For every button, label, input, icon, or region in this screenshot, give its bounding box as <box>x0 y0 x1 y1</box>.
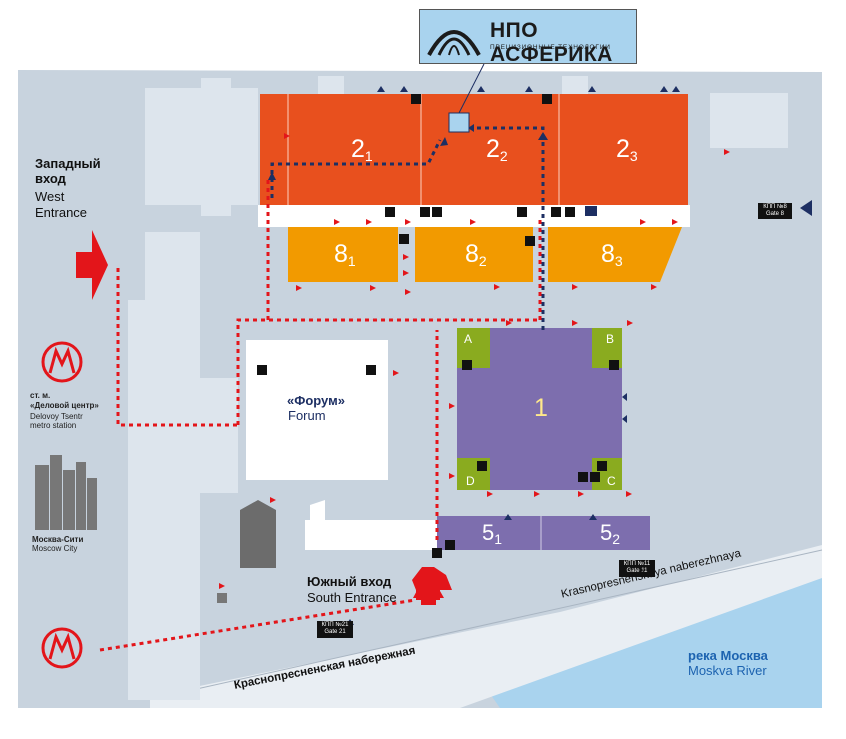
hall-5 <box>437 516 650 550</box>
northwest-building <box>145 88 258 205</box>
west-entrance-ru-2: вход <box>35 171 66 186</box>
walking-routes <box>99 180 542 652</box>
west-entrance-en-1: West <box>35 189 65 204</box>
zone-label-b: B <box>606 332 615 346</box>
embankment-road <box>150 545 822 708</box>
gate-21-badge: КПП №21 Gate 21 <box>317 621 353 638</box>
logo-title: НПО АСФЕРИКА <box>490 19 613 66</box>
gate-11-en: Gate 11 <box>626 568 648 574</box>
metro-station-en-1: Delovoy Tsentr <box>30 412 83 421</box>
gate-8-badge: КПП №8 Gate 8 <box>758 203 792 219</box>
metro-station-ru-1: ст. м. <box>30 391 51 400</box>
gate-8-arrow <box>800 200 812 216</box>
gate-21-ru: КПП №21 <box>321 622 349 628</box>
hall-label-2-3: 23 <box>616 135 638 164</box>
hall-label-5-1: 51 <box>482 520 503 547</box>
hall-label-8-2: 82 <box>465 240 487 269</box>
hall-label-2-1: 21 <box>351 135 373 164</box>
moscow-city-en: Moscow City <box>32 544 78 553</box>
hall-8-1 <box>288 227 398 282</box>
asferika-stand <box>448 112 470 133</box>
zone-label-a: A <box>464 332 473 346</box>
hall-2 <box>260 94 688 205</box>
west-annex <box>145 232 200 300</box>
moscow-city-skyline <box>35 455 97 530</box>
gate-11-ru: КПП №11 <box>623 561 651 567</box>
navy-arrows <box>346 86 680 625</box>
hall-label-2-2: 22 <box>486 135 508 164</box>
west-entrance-ru-1: Западный <box>35 156 101 171</box>
river-label-en: Moskva River <box>688 663 767 678</box>
hall-label-8-3: 83 <box>601 240 623 269</box>
northeast-building <box>710 93 788 148</box>
west-entrance-arrow <box>76 230 108 300</box>
zone-label-c: C <box>607 474 616 488</box>
gate-21-en: Gate 21 <box>324 629 346 635</box>
hall-label-5-2: 52 <box>600 520 621 547</box>
gate-11-badge: КПП №11 Gate 11 <box>619 560 655 577</box>
west-building <box>128 300 200 700</box>
moscow-city-ru: Москва-Сити <box>32 535 84 544</box>
hall-label-8-1: 81 <box>334 240 356 269</box>
forum-title-ru: «Форум» <box>287 393 345 408</box>
forum-title-en: Forum <box>288 408 326 423</box>
door-arrows <box>219 133 730 589</box>
west-entrance-en-2: Entrance <box>35 205 88 220</box>
metro-icon-south <box>41 627 83 669</box>
exhibitor-route <box>270 126 545 330</box>
metro-station-en-2: metro station <box>30 421 77 430</box>
gate-8-ru: КПП №8 <box>763 204 787 210</box>
south-entrance-ru: Южный вход <box>307 574 392 589</box>
south-entrance-en: South Entrance <box>307 590 397 605</box>
asferika-logo: НПО АСФЕРИКА ПРЕЦИЗИОННЫЕ ТЕХНОЛОГИИ <box>419 9 637 66</box>
facility-icons <box>257 94 619 558</box>
hall-label-1: 1 <box>534 394 548 422</box>
metro-station-ru-2: «Деловой центр» <box>30 401 99 410</box>
asferika-logo-icon <box>427 30 481 56</box>
gate-8-en: Gate 8 <box>765 211 784 217</box>
metro-icon <box>41 341 83 383</box>
zone-label-d: D <box>466 474 475 488</box>
zone-a <box>457 328 490 368</box>
river-label-ru: река Москва <box>688 648 768 663</box>
forum-building <box>246 340 388 480</box>
hall-8-3 <box>548 227 682 282</box>
hall-8-2 <box>415 227 533 282</box>
logo-subtitle: ПРЕЦИЗИОННЫЕ ТЕХНОЛОГИИ <box>490 44 611 51</box>
city-tower-block <box>240 500 276 568</box>
